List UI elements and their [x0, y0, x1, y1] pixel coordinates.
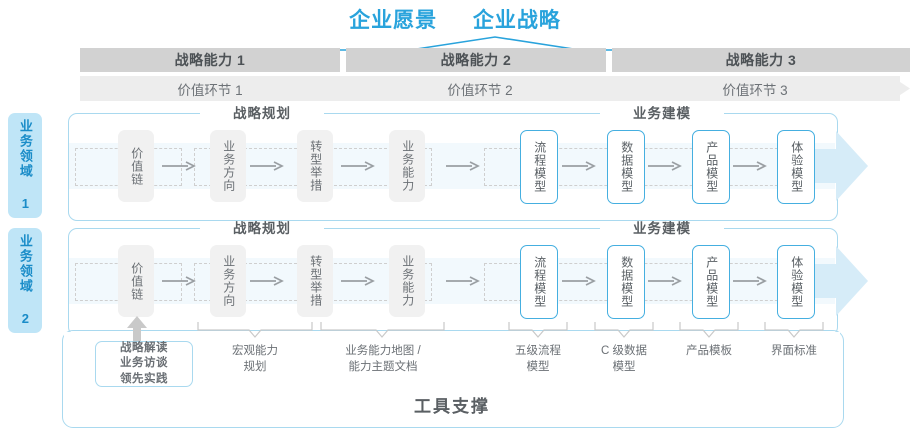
row-1-arrow-icon-6 [648, 161, 682, 171]
row-1-arrow-icon-3 [341, 161, 375, 171]
row-2-step-process-model[interactable]: 流程模型 [520, 245, 558, 319]
page-title: 企业愿景 企业战略 [0, 4, 910, 34]
brace-product-template [679, 322, 739, 338]
tool-box-up-arrow-icon [127, 316, 147, 344]
row-2-arrow-icon-4 [446, 276, 480, 286]
row-2-step-transformation-measures[interactable]: 转型举措 [297, 245, 333, 317]
value-chain-2: 价值环节 2 [350, 76, 620, 101]
row-2-step-product-model-label: 产品模型 [704, 256, 719, 308]
row-1-step-business-capability-label: 业务能力 [400, 140, 415, 192]
row-2-step-business-capability[interactable]: 业务能力 [389, 245, 425, 317]
row-2-flow-arrow-icon [790, 246, 868, 316]
row-1-arrow-icon-2 [250, 161, 284, 171]
brace-capability-map [320, 322, 445, 338]
brace-c-level-data [594, 322, 654, 338]
row-2-step-product-model[interactable]: 产品模型 [692, 245, 730, 319]
row-1-arrow-icon-5 [562, 161, 596, 171]
row-2-step-business-capability-label: 业务能力 [400, 255, 415, 307]
deliverable-label-c-level-data: C 级数据模型 [601, 345, 647, 373]
brace-interface-standard [764, 322, 824, 338]
row-1-step-product-model-label: 产品模型 [704, 141, 719, 193]
tool-box-strategy-inputs-label: 战略解读业务访谈领先实践 [120, 341, 168, 385]
tool-support-panel-mask [64, 332, 840, 388]
row-2-arrow-icon-3 [341, 276, 375, 286]
row-1-step-transformation-measures[interactable]: 转型举措 [297, 130, 333, 202]
deliverable-label-capability-map: 业务能力地图 /能力主题文档 [345, 345, 421, 373]
row-2-arrow-icon-2 [250, 276, 284, 286]
row-1-flow-arrow-icon [790, 131, 868, 201]
capability-bar-2-label: 战略能力 2 [440, 52, 512, 68]
brace-five-level-process [508, 322, 568, 338]
row-2-arrow-icon-7 [733, 276, 767, 286]
row-1-step-data-model[interactable]: 数据模型 [607, 130, 645, 204]
title-strategy: 企业战略 [472, 9, 561, 32]
row-1-arrow-icon-7 [733, 161, 767, 171]
capability-bar-1-label: 战略能力 1 [174, 52, 246, 68]
row-2-step-experience-model-label: 体验模型 [789, 256, 804, 308]
row-2-step-data-model[interactable]: 数据模型 [607, 245, 645, 319]
sidebar-item-business-domain-2: 业务领域 2 [8, 228, 42, 333]
row-1-step-value-chain-label: 价值链 [129, 146, 144, 186]
tool-box-strategy-inputs[interactable]: 战略解读业务访谈领先实践 [95, 341, 193, 387]
row-1-step-business-direction-label: 业务方向 [221, 140, 236, 192]
row-1-step-process-model-label: 流程模型 [532, 141, 547, 193]
row-2-step-value-chain[interactable]: 价值链 [118, 245, 154, 317]
value-chain-1-label: 价值环节 1 [177, 82, 243, 98]
row-1-step-experience-model-label: 体验模型 [789, 141, 804, 193]
row-2-section-title-planning: 战略规划 [200, 221, 324, 237]
row-1-step-value-chain[interactable]: 价值链 [118, 130, 154, 202]
business-domain-1-label: 业务领域 1 [17, 118, 33, 213]
capability-bar-3-label: 战略能力 3 [725, 52, 797, 68]
row-2-step-data-model-label: 数据模型 [619, 256, 634, 308]
business-domain-2-label: 业务领域 2 [17, 233, 33, 328]
value-chain-3-label: 价值环节 3 [722, 82, 788, 98]
row-2-arrow-icon-1 [162, 276, 196, 286]
deliverable-label-product-template: 产品模板 [686, 345, 732, 357]
row-2-step-experience-model[interactable]: 体验模型 [777, 245, 815, 319]
row-1-arrow-icon-4 [446, 161, 480, 171]
brace-macro-capability [197, 322, 313, 338]
value-chain-1: 价值环节 1 [80, 76, 350, 101]
row-2-step-business-direction[interactable]: 业务方向 [210, 245, 246, 317]
row-1-step-product-model[interactable]: 产品模型 [692, 130, 730, 204]
row-1-step-experience-model[interactable]: 体验模型 [777, 130, 815, 204]
tool-support-panel [62, 330, 844, 428]
tool-support-title: 工具支撑 [414, 397, 490, 416]
row-1-step-business-direction[interactable]: 业务方向 [210, 130, 246, 202]
row-2-step-process-model-label: 流程模型 [532, 256, 547, 308]
row-2-arrow-icon-5 [562, 276, 596, 286]
row-1-step-data-model-label: 数据模型 [619, 141, 634, 193]
capability-bar-2: 战略能力 2 [346, 48, 606, 72]
value-chain-2-label: 价值环节 2 [447, 82, 513, 98]
deliverable-label-macro-capability: 宏观能力规划 [232, 345, 278, 373]
row-2-section-title-modeling: 业务建模 [600, 221, 724, 237]
row-2-step-transformation-measures-label: 转型举措 [308, 255, 323, 307]
title-vision: 企业愿景 [349, 9, 438, 32]
row-1-step-business-capability[interactable]: 业务能力 [389, 130, 425, 202]
sidebar-item-business-domain-1: 业务领域 1 [8, 113, 42, 218]
capability-bar-1: 战略能力 1 [80, 48, 340, 72]
row-2-arrow-icon-6 [648, 276, 682, 286]
deliverable-label-interface-standard: 界面标准 [771, 345, 817, 357]
capability-bar-3: 战略能力 3 [612, 48, 910, 72]
row-1-step-process-model[interactable]: 流程模型 [520, 130, 558, 204]
row-1-section-title-modeling: 业务建模 [600, 106, 724, 122]
row-1-arrow-icon-1 [162, 161, 196, 171]
row-2-step-business-direction-label: 业务方向 [221, 255, 236, 307]
deliverable-label-five-level-process: 五级流程模型 [515, 345, 561, 373]
value-chain-3: 价值环节 3 [620, 76, 900, 101]
row-1-section-title-planning: 战略规划 [200, 106, 324, 122]
row-2-step-value-chain-label: 价值链 [129, 261, 144, 301]
row-1-step-transformation-measures-label: 转型举措 [308, 140, 323, 192]
